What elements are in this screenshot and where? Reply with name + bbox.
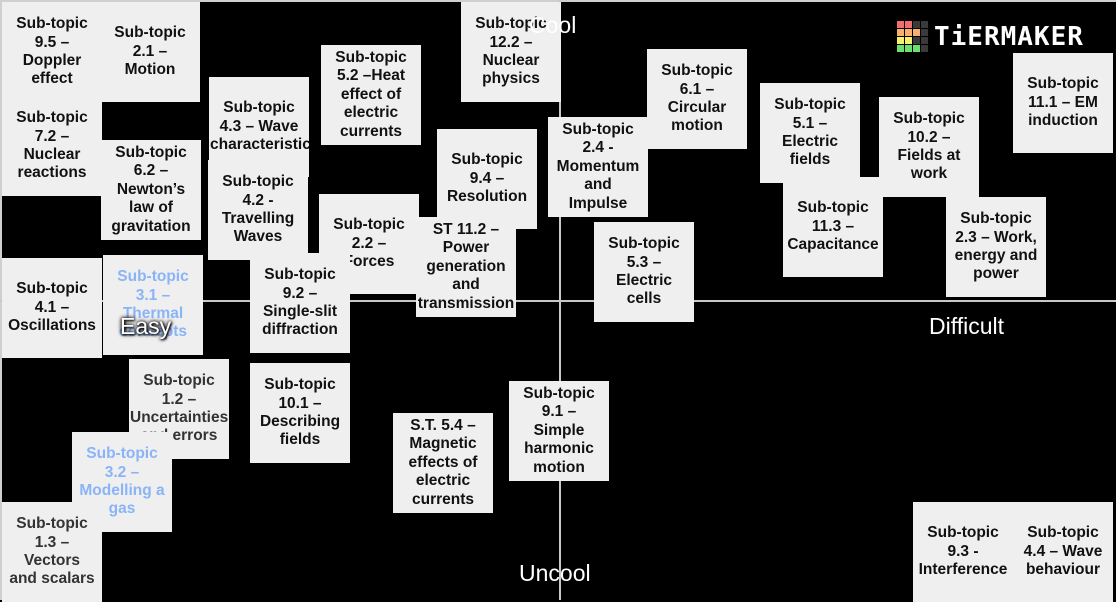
tier-card-label: Sub-topic 12.2 – Nuclear physics bbox=[475, 15, 547, 88]
tier-card-label: Sub-topic 2.4 - Momentum and Impulse bbox=[556, 120, 640, 212]
tier-card[interactable]: Sub-topic 5.2 –Heat effect of electric c… bbox=[321, 45, 421, 145]
logo-grid-cell bbox=[921, 37, 928, 44]
logo-text: TiERMAKER bbox=[934, 21, 1084, 52]
tier-card[interactable]: Sub-topic 2.4 - Momentum and Impulse bbox=[548, 117, 648, 217]
tier-card-label: Sub-topic 3.1 – Thermal concepts bbox=[117, 268, 189, 341]
vertical-axis bbox=[559, 0, 561, 600]
logo-grid-cell bbox=[905, 29, 912, 36]
tier-card[interactable]: Sub-topic 6.2 – Newton’s law of gravitat… bbox=[101, 140, 201, 240]
tier-card-label: Sub-topic 2.3 – Work, energy and power bbox=[954, 210, 1038, 283]
logo-grid-cell bbox=[905, 37, 912, 44]
tier-card[interactable]: Sub-topic 9.1 – Simple harmonic motion bbox=[509, 381, 609, 481]
tier-card[interactable]: Sub-topic 4.1 – Oscillations bbox=[2, 258, 102, 358]
tier-card[interactable]: Sub-topic 11.3 – Capacitance bbox=[783, 177, 883, 277]
tier-card[interactable]: Sub-topic 2.1 – Motion bbox=[100, 2, 200, 102]
tier-card-label: Sub-topic 9.4 – Resolution bbox=[446, 151, 528, 206]
logo-grid-cell bbox=[913, 45, 920, 52]
tier-card-label: Sub-topic 2.2 – Forces bbox=[333, 216, 405, 271]
tier-card-label: Sub-topic 9.5 – Doppler effect bbox=[16, 15, 88, 88]
axis-label-left: Easy bbox=[120, 313, 172, 339]
tier-card-label: Sub-topic 6.1 – Circular motion bbox=[661, 62, 733, 135]
axis-label-bottom: Uncool bbox=[519, 560, 591, 586]
tier-card-label: Sub-topic 3.2 – Modelling a gas bbox=[79, 445, 165, 518]
tier-card-label: Sub-topic 5.3 – Electric cells bbox=[608, 235, 680, 308]
tier-card[interactable]: Sub-topic 6.1 – Circular motion bbox=[647, 49, 747, 149]
tier-card-label: Sub-topic 6.2 – Newton’s law of gravitat… bbox=[111, 143, 191, 235]
axis-label-top: Cool bbox=[529, 12, 577, 38]
tier-card[interactable]: Sub-topic 9.3 - Interference bbox=[913, 502, 1013, 602]
tier-card-label: Sub-topic 4.1 – Oscillations bbox=[8, 280, 96, 335]
tier-card-label: Sub-topic 7.2 – Nuclear reactions bbox=[16, 109, 88, 182]
tier-card-label: Sub-topic 11.3 – Capacitance bbox=[787, 199, 879, 254]
tier-card-label: S.T. 5.4 – Magnetic effects of electric … bbox=[408, 416, 478, 508]
tier-card-label: Sub-topic 11.1 – EM induction bbox=[1027, 75, 1099, 130]
tier-card-label: Sub-topic 10.1 – Describing fields bbox=[259, 376, 341, 449]
tier-card[interactable]: Sub-topic 9.4 – Resolution bbox=[437, 129, 537, 229]
tier-card[interactable]: Sub-topic 5.3 – Electric cells bbox=[594, 222, 694, 322]
logo-grid-cell bbox=[897, 37, 904, 44]
logo-grid-cell bbox=[905, 45, 912, 52]
tier-card-label: Sub-topic 5.1 – Electric fields bbox=[774, 96, 846, 169]
tier-card[interactable]: Sub-topic 3.1 – Thermal concepts bbox=[103, 255, 203, 355]
tier-card-label: Sub-topic 1.2 – Uncertainties and errors bbox=[130, 372, 229, 445]
logo-grid-cell bbox=[913, 29, 920, 36]
tier-card[interactable]: Sub-topic 1.3 – Vectors and scalars bbox=[2, 502, 102, 602]
tier-card[interactable]: Sub-topic 7.2 – Nuclear reactions bbox=[2, 96, 102, 196]
tiermaker-logo: TiERMAKER bbox=[897, 21, 1084, 52]
tier-card[interactable]: Sub-topic 2.3 – Work, energy and power bbox=[946, 197, 1046, 297]
tier-grid-icon bbox=[897, 21, 928, 52]
tier-card[interactable]: Sub-topic 12.2 – Nuclear physics bbox=[461, 2, 561, 102]
tier-card[interactable]: Sub-topic 9.5 – Doppler effect bbox=[2, 2, 102, 102]
logo-grid-cell bbox=[897, 21, 904, 28]
logo-grid-cell bbox=[913, 21, 920, 28]
tier-card[interactable]: Sub-topic 5.1 – Electric fields bbox=[760, 83, 860, 183]
logo-grid-cell bbox=[921, 45, 928, 52]
tier-card-label: Sub-topic 4.2 - Travelling Waves bbox=[221, 173, 295, 246]
tier-card-label: Sub-topic 2.1 – Motion bbox=[114, 24, 186, 79]
logo-grid-cell bbox=[897, 29, 904, 36]
tier-card[interactable]: S.T. 5.4 – Magnetic effects of electric … bbox=[393, 413, 493, 513]
tier-card[interactable]: Sub-topic 11.1 – EM induction bbox=[1013, 53, 1113, 153]
tier-card[interactable]: Sub-topic 10.2 – Fields at work bbox=[879, 97, 979, 197]
tier-card-label: Sub-topic 4.3 – Wave characteristics bbox=[210, 99, 309, 154]
tier-card[interactable]: Sub-topic 4.4 – Wave behaviour bbox=[1013, 502, 1113, 602]
logo-grid-cell bbox=[905, 21, 912, 28]
logo-grid-cell bbox=[897, 45, 904, 52]
tier-card[interactable]: ST 11.2 – Power generation and transmiss… bbox=[416, 217, 516, 317]
logo-grid-cell bbox=[913, 37, 920, 44]
tier-card[interactable]: Sub-topic 9.2 – Single-slit diffraction bbox=[250, 253, 350, 353]
tier-card-label: Sub-topic 9.1 – Simple harmonic motion bbox=[523, 384, 595, 476]
tier-card-label: Sub-topic 5.2 –Heat effect of electric c… bbox=[335, 48, 407, 140]
tier-card-label: Sub-topic 9.3 - Interference bbox=[918, 524, 1008, 579]
horizontal-axis bbox=[0, 300, 1116, 302]
tier-card-label: Sub-topic 1.3 – Vectors and scalars bbox=[9, 515, 95, 588]
axis-label-right: Difficult bbox=[929, 313, 1004, 339]
logo-grid-cell bbox=[921, 21, 928, 28]
tier-card-label: Sub-topic 10.2 – Fields at work bbox=[893, 110, 965, 183]
tier-card-label: ST 11.2 – Power generation and transmiss… bbox=[417, 220, 515, 312]
tier-card-label: Sub-topic 9.2 – Single-slit diffraction bbox=[262, 266, 338, 339]
tier-card[interactable]: Sub-topic 4.2 - Travelling Waves bbox=[208, 160, 308, 260]
logo-grid-cell bbox=[921, 29, 928, 36]
tier-card-label: Sub-topic 4.4 – Wave behaviour bbox=[1023, 524, 1103, 579]
tier-card[interactable]: Sub-topic 10.1 – Describing fields bbox=[250, 363, 350, 463]
